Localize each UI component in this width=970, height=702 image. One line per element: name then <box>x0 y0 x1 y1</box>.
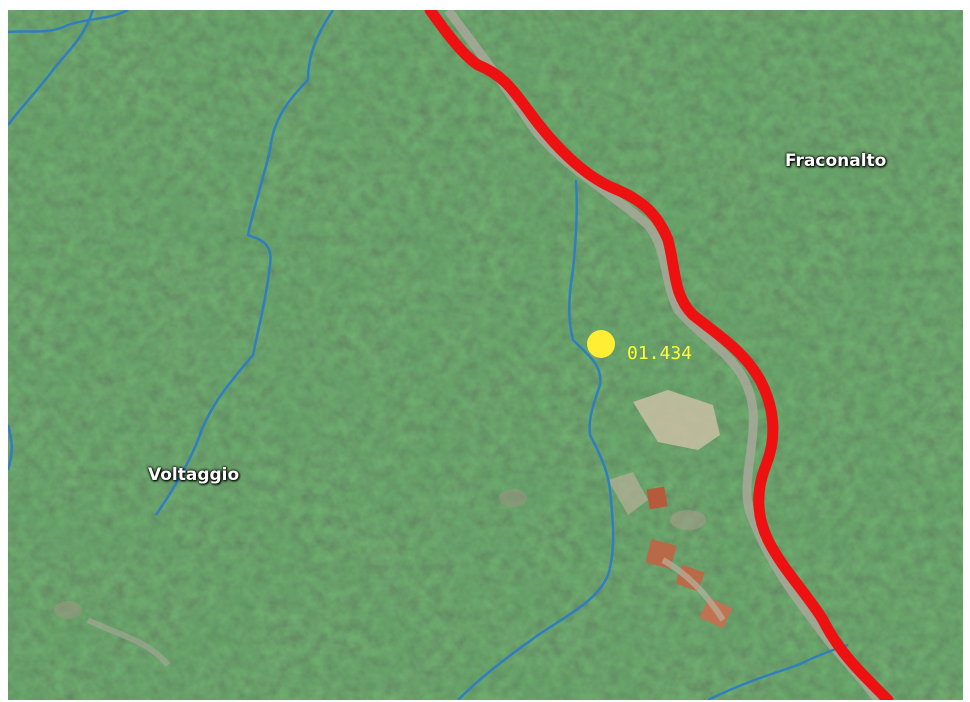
streams <box>8 10 849 700</box>
location-marker[interactable] <box>587 330 615 358</box>
place-label-voltaggio: Voltaggio <box>148 465 240 485</box>
route-line <box>424 10 894 700</box>
satellite-map[interactable]: Fraconalto Voltaggio 01.434 <box>8 10 963 700</box>
map-canvas <box>8 10 963 700</box>
place-label-fraconalto: Fraconalto <box>785 151 887 171</box>
forest-shading <box>8 10 963 700</box>
marker-label: 01.434 <box>627 343 693 364</box>
road <box>444 10 882 700</box>
settlement-clearings <box>54 390 733 629</box>
